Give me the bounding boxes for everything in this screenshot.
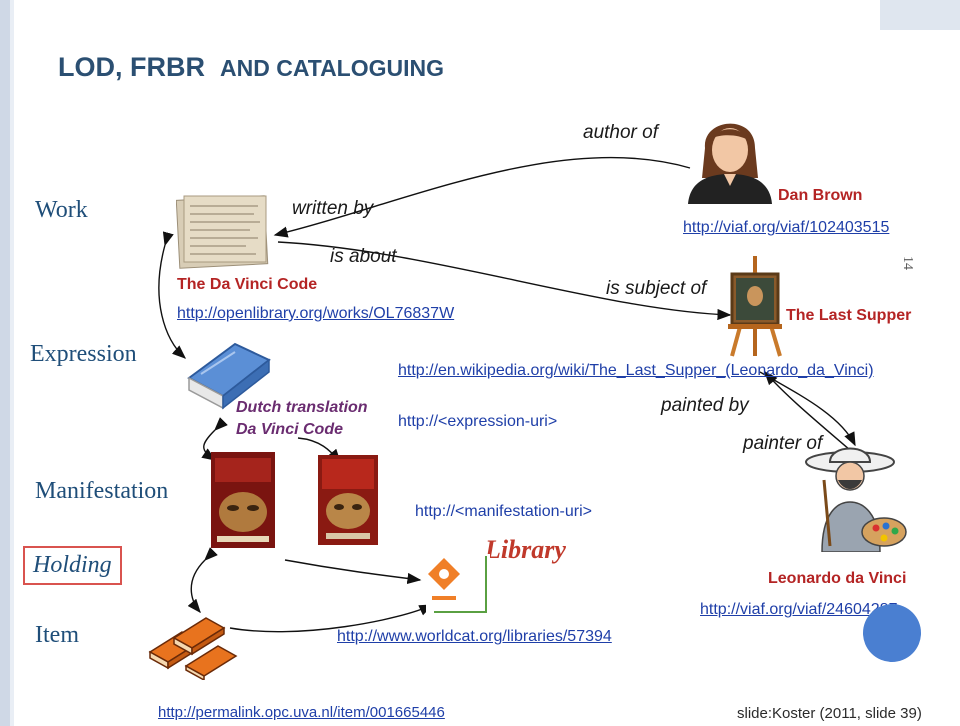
title-part2: AND CATALOGUING — [220, 55, 445, 81]
library-uri-link[interactable]: http://www.worldcat.org/libraries/57394 — [337, 628, 612, 645]
level-item: Item — [35, 622, 79, 648]
painter-icon — [800, 440, 910, 553]
painter-uri-link[interactable]: http://viaf.org/viaf/24604287 — [700, 601, 898, 618]
manuscript-image — [175, 192, 272, 270]
painting-title: The Last Supper — [786, 307, 912, 324]
expression-uri: http://<expression-uri> — [398, 413, 558, 430]
manifestation-uri: http://<manifestation-uri> — [415, 503, 592, 520]
relation-painter-of: painter of — [743, 433, 823, 454]
slide-number: 14 — [900, 256, 915, 270]
left-border-decoration — [0, 0, 10, 726]
work-title: The Da Vinci Code — [177, 276, 318, 293]
relation-painted-by: painted by — [661, 395, 749, 416]
painting-easel-icon — [722, 252, 788, 360]
relation-is-about: is about — [330, 246, 397, 267]
expression-line2: Da Vinci Code — [236, 421, 343, 438]
relation-written-by: written by — [292, 198, 374, 219]
library-label: Library — [485, 535, 566, 564]
library-logo-icon — [426, 554, 490, 616]
author-name: Dan Brown — [778, 187, 863, 204]
decorative-circle — [863, 604, 921, 662]
book-cover-dutch — [211, 452, 275, 548]
left-border-decoration-inner — [10, 0, 14, 726]
level-expression: Expression — [30, 341, 137, 367]
author-avatar — [680, 108, 780, 204]
painter-name: Leonardo da Vinci — [768, 570, 907, 587]
expression-line1: Dutch translation — [236, 399, 368, 416]
relation-author-of: author of — [583, 122, 658, 143]
author-uri-link[interactable]: http://viaf.org/viaf/102403515 — [683, 219, 890, 236]
slide-credit: slide:Koster (2011, slide 39) — [737, 705, 922, 722]
work-uri-link[interactable]: http://openlibrary.org/works/OL76837W — [177, 305, 455, 322]
top-band-decoration — [880, 0, 960, 30]
books-stack-icon — [146, 612, 238, 682]
book-cover-english — [318, 455, 378, 545]
relation-is-subject-of: is subject of — [606, 278, 707, 299]
level-holding: Holding — [23, 546, 122, 585]
level-work: Work — [35, 197, 88, 223]
title-part1: LOD, FRBR — [58, 52, 205, 82]
slide-title: LOD, FRBR AND CATALOGUING — [58, 52, 444, 83]
level-manifestation: Manifestation — [35, 478, 169, 504]
item-uri-link[interactable]: http://permalink.opc.uva.nl/item/0016654… — [158, 704, 445, 721]
book-icon — [183, 340, 273, 412]
painting-uri-link[interactable]: http://en.wikipedia.org/wiki/The_Last_Su… — [398, 362, 874, 379]
